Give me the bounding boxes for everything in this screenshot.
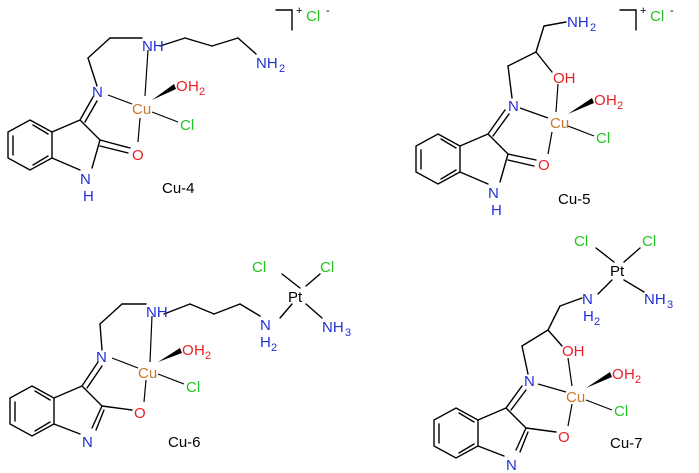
cu6-pt-amine-sub: 2 <box>271 342 277 354</box>
cu7-pt-amine-h: H <box>583 308 594 325</box>
cu7-benzene-ring <box>433 407 479 459</box>
cu4-aqua-h: H <box>188 78 199 95</box>
compound-cu-4: N NH NH 2 Cu O H 2 Cl O N H + Cl - Cu-4 <box>7 5 330 205</box>
cu7-aqua-h: H <box>624 366 635 383</box>
cu4-ring-nh-h: H <box>83 188 94 205</box>
cu7-pt-chloride-2: Cl <box>642 233 656 250</box>
cu4-label: Cu-4 <box>162 180 195 197</box>
cu7-enolate-o: O <box>558 429 570 446</box>
cu4-chloride: Cl <box>180 117 194 134</box>
cu6-enolate-o: O <box>134 405 146 422</box>
cu5-aqua-sub: 2 <box>617 100 623 112</box>
cu4-imine-n: N <box>92 84 103 101</box>
cu5-carbonyl-o: O <box>538 157 550 174</box>
cu4-carbonyl-o: O <box>132 147 144 164</box>
compound-cu-5: N NH 2 OH Cu O H 2 Cl O N H + Cl - Cu-5 <box>415 5 674 219</box>
cu7-platinum: Pt <box>610 263 625 280</box>
cu7-ring-n: N <box>506 457 517 473</box>
cu6-label: Cu-6 <box>168 434 201 451</box>
cu5-terminal-sub: 2 <box>590 22 596 34</box>
cu4-terminal-sub: 2 <box>279 63 285 75</box>
cu6-amine-nh: NH <box>146 304 168 321</box>
cu7-ammine-sub: 3 <box>667 299 673 311</box>
cu7-imine-n: N <box>524 373 535 390</box>
cu5-hydroxyl: OH <box>553 70 576 87</box>
cu5-aqua-o: O <box>594 92 606 109</box>
cu6-chloride: Cl <box>186 379 200 396</box>
cu6-pt-amine-h: H <box>260 334 271 351</box>
compound-cu-7: N N H 2 Pt Cl Cl NH 3 OH Cu O H 2 Cl O N… <box>433 233 673 473</box>
cu5-counterion-cl: Cl <box>650 8 664 25</box>
cu7-ammine-nh: NH <box>644 291 666 308</box>
cu7-label: Cu-7 <box>610 435 643 452</box>
cu5-benzene-ring <box>415 133 461 185</box>
cu6-imine-n: N <box>96 349 107 366</box>
cu6-platinum: Pt <box>288 289 303 306</box>
cu4-aqua-sub: 2 <box>199 86 205 98</box>
compound-cu-6: N NH N H 2 Pt Cl Cl NH 3 Cu O H 2 Cl O N… <box>9 259 351 451</box>
cu7-hydroxyl: OH <box>562 343 585 360</box>
cu4-copper: Cu <box>132 101 151 118</box>
cu5-label: Cu-5 <box>558 191 591 208</box>
cu6-aqua-h: H <box>194 342 205 359</box>
cu6-aqua-sub: 2 <box>205 350 211 362</box>
cu4-charge-minus: - <box>326 5 330 17</box>
cu4-counterion-cl: Cl <box>306 8 320 25</box>
cu6-pt-chloride-1: Cl <box>252 259 266 276</box>
cu6-pt-amine-n: N <box>260 317 271 334</box>
cu7-copper: Cu <box>566 389 585 406</box>
cu6-aqua-o: O <box>182 342 194 359</box>
cu5-charge-plus: + <box>640 5 646 17</box>
cu5-ring-nh-n: N <box>488 185 499 202</box>
cu5-chloride: Cl <box>596 130 610 147</box>
cu7-pt-chloride-1: Cl <box>574 233 588 250</box>
cu4-ring-nh-n: N <box>80 171 91 188</box>
cu5-charge-minus: - <box>670 5 674 17</box>
cu5-copper: Cu <box>550 115 569 132</box>
cu4-terminal-nh: NH <box>256 55 278 72</box>
cu5-aqua-h: H <box>606 92 617 109</box>
cu6-ammine-sub: 3 <box>345 327 351 339</box>
cu7-pt-amine-sub: 2 <box>594 316 600 328</box>
cu4-aqua-o: O <box>176 78 188 95</box>
cu4-charge-plus: + <box>296 5 302 17</box>
cu4-benzene-ring <box>7 119 53 171</box>
cu6-ammine-nh: NH <box>322 319 344 336</box>
cu6-copper: Cu <box>138 365 157 382</box>
cu6-pt-chloride-2: Cl <box>320 259 334 276</box>
cu7-pt-amine-n: N <box>582 291 593 308</box>
cu6-ring-n: N <box>82 434 93 451</box>
cu7-aqua-sub: 2 <box>635 374 641 386</box>
cu5-ring-nh-h: H <box>491 202 502 219</box>
cu5-terminal-nh: NH <box>567 14 589 31</box>
cu7-chloride: Cl <box>614 403 628 420</box>
cu5-imine-n: N <box>508 98 519 115</box>
cu7-aqua-o: O <box>612 366 624 383</box>
cu6-benzene-ring <box>9 385 55 437</box>
cu4-amine-nh: NH <box>142 38 164 55</box>
